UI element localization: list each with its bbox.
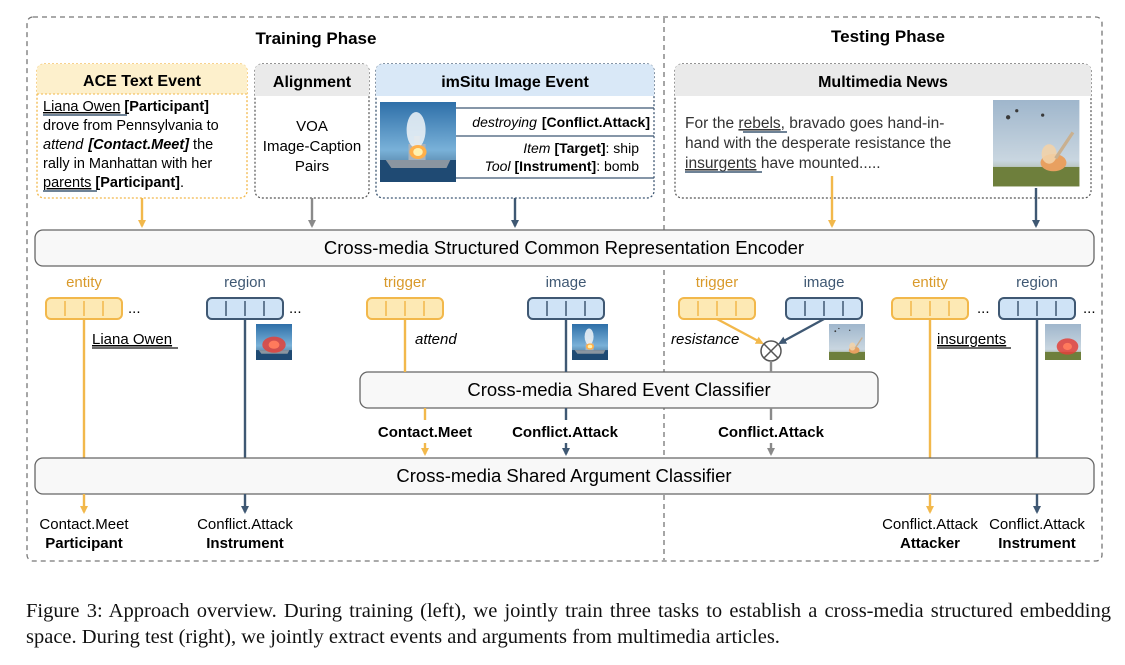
- feature-label-region-train: region: [224, 274, 266, 291]
- feature-label-image-train: image: [546, 274, 587, 291]
- ace-line-4: rally in Manhattan with her: [43, 156, 212, 172]
- trigger-vector-train: [366, 297, 444, 320]
- feature-label-region-test: region: [1016, 274, 1058, 291]
- news-line-1: For the rebels, bravado goes hand-in-: [685, 115, 944, 132]
- feature-label-trigger-train: trigger: [384, 274, 427, 291]
- arg-output-2-role: Instrument: [206, 535, 284, 552]
- arg-output-3-role: Attacker: [900, 535, 960, 552]
- news-arg-rebels: rebels: [738, 115, 780, 132]
- ace-line-2: drove from Pennsylvania to: [43, 118, 219, 134]
- entity-vector-train: [45, 297, 123, 320]
- ace-tag-participant-2: [Participant]: [91, 175, 180, 191]
- alignment-line-3: Pairs: [295, 158, 329, 175]
- news-title: Multimedia News: [818, 74, 948, 91]
- news-line-1-pre: For the: [685, 115, 738, 132]
- ace-line-5: parents [Participant].: [43, 175, 184, 191]
- event-output-conflict-attack-test: Conflict.Attack: [718, 424, 825, 441]
- news-line-3: insurgents have mounted.....: [685, 155, 881, 172]
- feature-label-trigger-test: trigger: [696, 274, 739, 291]
- ace-title: ACE Text Event: [83, 73, 202, 90]
- alignment-box: Alignment VOA Image-Caption Pairs: [254, 63, 370, 199]
- ace-line-3: attend[Contact.Meet] the: [43, 137, 213, 153]
- imsitu-role2-value: : bomb: [596, 158, 639, 174]
- news-line-3-post: have mounted.....: [757, 155, 881, 172]
- imsitu-role1-tag: [Target]: [554, 140, 605, 156]
- ellipsis-region-train: ...: [289, 300, 302, 317]
- outer-frame: [26, 16, 1103, 562]
- example-liana-owen: Liana Owen: [92, 331, 172, 348]
- ellipsis-entity-train: ...: [128, 300, 141, 317]
- ace-line-3-rest: the: [189, 137, 213, 153]
- image-example-test: [828, 323, 866, 361]
- imsitu-ship-image: [380, 102, 456, 182]
- encoder-label: Cross-media Structured Common Representa…: [324, 237, 804, 258]
- imsitu-role1-value: : ship: [606, 140, 640, 156]
- region-vector-train: [206, 297, 284, 320]
- ace-arg-parents: parents: [43, 175, 91, 191]
- arg-output-4-role: Instrument: [998, 535, 1076, 552]
- region-example-image-train: [256, 324, 292, 360]
- imsitu-role1-line: Item[Target]: ship: [523, 140, 639, 156]
- news-line-2: hand with the desperate resistance the: [685, 135, 951, 152]
- imsitu-verb-line: destroying [Conflict.Attack]: [472, 114, 650, 130]
- arg-output-2-event: Conflict.Attack: [197, 516, 293, 533]
- imsitu-title: imSitu Image Event: [441, 74, 589, 91]
- image-to-fusion-arrow: [778, 317, 825, 345]
- ace-arg-liana: Liana Owen: [43, 99, 120, 115]
- trigger-vector-test: [678, 297, 756, 320]
- common-representation-encoder: Cross-media Structured Common Representa…: [34, 229, 1095, 267]
- image-vector-train: [527, 297, 605, 320]
- arg-output-1-role: Participant: [45, 535, 123, 552]
- imsitu-role2-tag: [Instrument]: [515, 158, 597, 174]
- imsitu-role2-name: Tool: [485, 158, 512, 174]
- arg-output-1-event: Contact.Meet: [39, 516, 129, 533]
- region-vector-test: [998, 297, 1076, 320]
- alignment-line-2: Image-Caption: [263, 138, 361, 155]
- ellipsis-region-test: ...: [1083, 300, 1096, 317]
- news-arg-insurgents: insurgents: [685, 155, 757, 172]
- imsitu-verb-tag: [Conflict.Attack]: [542, 114, 650, 130]
- imsitu-verb: destroying: [472, 114, 537, 130]
- imsitu-image-event-box: imSitu Image Event destroying [Conflict.A…: [375, 63, 655, 199]
- ace-text-event-box: ACE Text Event Liana Owen [Participant] …: [36, 63, 248, 199]
- imsitu-role1-name: Item: [523, 140, 551, 156]
- arg-output-3-event: Conflict.Attack: [882, 516, 978, 533]
- alignment-title: Alignment: [273, 74, 352, 91]
- alignment-line-1: VOA: [296, 118, 328, 135]
- ace-line-5-rest: .: [180, 175, 184, 191]
- image-example-train: [572, 324, 608, 360]
- ace-trigger-attend: attend: [43, 137, 84, 153]
- fusion-operator-icon: [760, 340, 782, 362]
- feature-label-entity-train: entity: [66, 274, 102, 291]
- news-line-1-post: , bravado goes hand-in-: [781, 115, 945, 132]
- testing-phase-title: Testing Phase: [831, 27, 945, 46]
- arg-output-4-event: Conflict.Attack: [989, 516, 1085, 533]
- imsitu-role2-line: Tool[Instrument]: bomb: [485, 158, 640, 174]
- event-output-contact-meet: Contact.Meet: [378, 424, 472, 441]
- example-resistance: resistance: [671, 331, 739, 348]
- trigger-to-fusion-arrow: [716, 317, 764, 345]
- training-phase-title: Training Phase: [256, 29, 377, 48]
- shared-event-classifier: Cross-media Shared Event Classifier: [359, 371, 879, 409]
- image-vector-test: [785, 297, 863, 320]
- news-photo: [991, 98, 1082, 189]
- multimedia-news-box: Multimedia News For the rebels, bravado …: [674, 63, 1092, 199]
- example-insurgents: insurgents: [937, 331, 1006, 348]
- example-attend: attend: [415, 331, 457, 348]
- feature-label-entity-test: entity: [912, 274, 948, 291]
- region-example-image-test: [1045, 324, 1081, 360]
- argument-classifier-label: Cross-media Shared Argument Classifier: [396, 465, 731, 486]
- event-classifier-label: Cross-media Shared Event Classifier: [467, 379, 770, 400]
- shared-argument-classifier: Cross-media Shared Argument Classifier: [34, 457, 1095, 495]
- event-output-conflict-attack-train: Conflict.Attack: [512, 424, 619, 441]
- ace-tag-participant-1: [Participant]: [120, 99, 209, 115]
- ace-tag-contact-meet: [Contact.Meet]: [87, 137, 190, 153]
- entity-vector-test: [891, 297, 969, 320]
- ellipsis-entity-test: ...: [977, 300, 990, 317]
- figure-caption: Figure 3: Approach overview. During trai…: [26, 600, 1111, 648]
- ace-line-1: Liana Owen [Participant]: [43, 99, 209, 115]
- feature-label-image-test: image: [804, 274, 845, 291]
